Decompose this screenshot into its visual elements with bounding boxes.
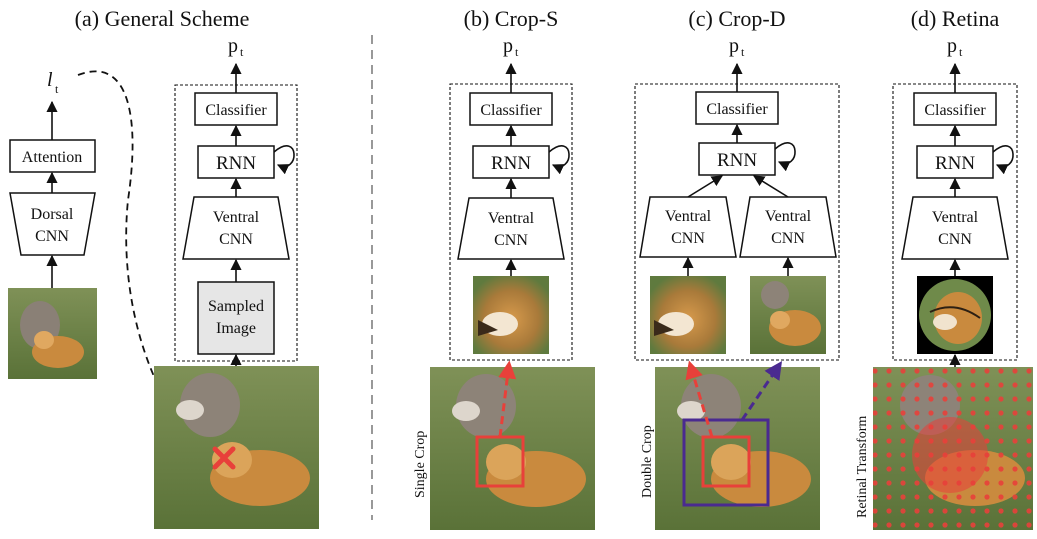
rnn-label-a: RNN [216,153,256,174]
double-crop-box-outer [682,418,770,507]
ventral-label-a-1: Ventral [213,209,260,226]
dorsal-label-2: CNN [35,228,69,245]
arrow-ventral-left-to-rnn [687,175,723,198]
classifier-label-c: Classifier [706,101,768,118]
input-image-small [8,288,97,379]
rnn-label-b: RNN [491,153,531,174]
ventral-label-d-1: Ventral [932,209,979,226]
retina-warped-image [917,276,993,354]
attention-label: Attention [22,149,82,166]
crop-image-c-small [650,276,726,354]
output-sub-a: t [240,45,244,59]
rnn-box-b [472,145,550,179]
classifier-box-c [695,91,779,125]
rnn-box-a [197,145,275,179]
rnn-label-c: RNN [717,150,757,171]
panel-b-title: (b) Crop-S [464,6,559,31]
rnn-label-d: RNN [935,153,975,174]
panel-crop-d: (c) Crop-D p t Classifier RNN Ventral CN… [634,6,840,530]
classifier-label-b: Classifier [480,102,542,119]
panel-d-title: (d) Retina [911,6,1000,31]
crop-arrow-c-purple [740,361,783,421]
output-sub-c: t [741,45,745,59]
output-sub-d: t [959,45,963,59]
output-p-b: p [503,35,513,57]
sampled-label-2: Image [216,320,256,337]
ventral-label-b-1: Ventral [488,210,535,227]
double-crop-label: Double Crop [640,425,655,498]
ventral-label-c-left-2: CNN [671,230,705,247]
ventral-cnn-block-d [901,196,1009,260]
attention-box [9,139,96,173]
ventral-label-c-right-2: CNN [771,230,805,247]
attention-point-marker [212,446,236,470]
ventral-label-c-right-1: Ventral [765,208,812,225]
input-image-large-a [154,366,319,529]
ventral-cnn-block-c-left [639,196,737,258]
classifier-label-a: Classifier [205,102,267,119]
ventral-label-b-2: CNN [494,232,528,249]
ventral-label-a-2: CNN [219,231,253,248]
location-label: l [47,69,53,91]
retinal-transform-image [873,367,1033,530]
retinal-transform-label: Retinal Transform [855,416,870,518]
location-sub: t [55,82,59,96]
output-p-a: p [228,35,238,57]
panel-retina: (d) Retina p t Classifier RNN Ventral CN… [855,6,1033,530]
crop-image-b [473,276,549,354]
classifier-label-d: Classifier [924,102,986,119]
ventral-cnn-block-b [457,197,565,260]
double-crop-box-inner [701,435,751,488]
ventral-cnn-block-a [182,196,290,260]
output-p-d: p [947,35,957,57]
ventral-label-d-2: CNN [938,231,972,248]
output-p-c: p [729,35,739,57]
rnn-box-c [698,142,776,176]
dorsal-cnn-block [9,192,96,256]
panel-crop-s: (b) Crop-S p t Classifier RNN Ventral CN… [413,6,595,530]
input-image-large-b [430,367,595,530]
rnn-loop-a [273,145,295,175]
rnn-loop-d [992,145,1014,175]
dorsal-label-1: Dorsal [31,206,74,223]
crop-image-c-large [750,276,826,354]
panel-c-title: (c) Crop-D [688,6,785,31]
rnn-loop-c [774,142,796,172]
panel-general-scheme: (a) General Scheme l t Attention Dorsal … [8,6,319,529]
rnn-loop-b [548,145,570,175]
output-sub-b: t [515,45,519,59]
classifier-box-d [913,92,997,126]
ventral-label-c-left-1: Ventral [665,208,712,225]
arrow-ventral-right-to-rnn [753,175,789,198]
sampled-image-box [197,281,275,355]
sampled-label-1: Sampled [208,298,264,315]
single-crop-label: Single Crop [413,431,428,498]
ventral-cnn-block-c-right [739,196,837,258]
panel-a-title: (a) General Scheme [75,6,250,31]
